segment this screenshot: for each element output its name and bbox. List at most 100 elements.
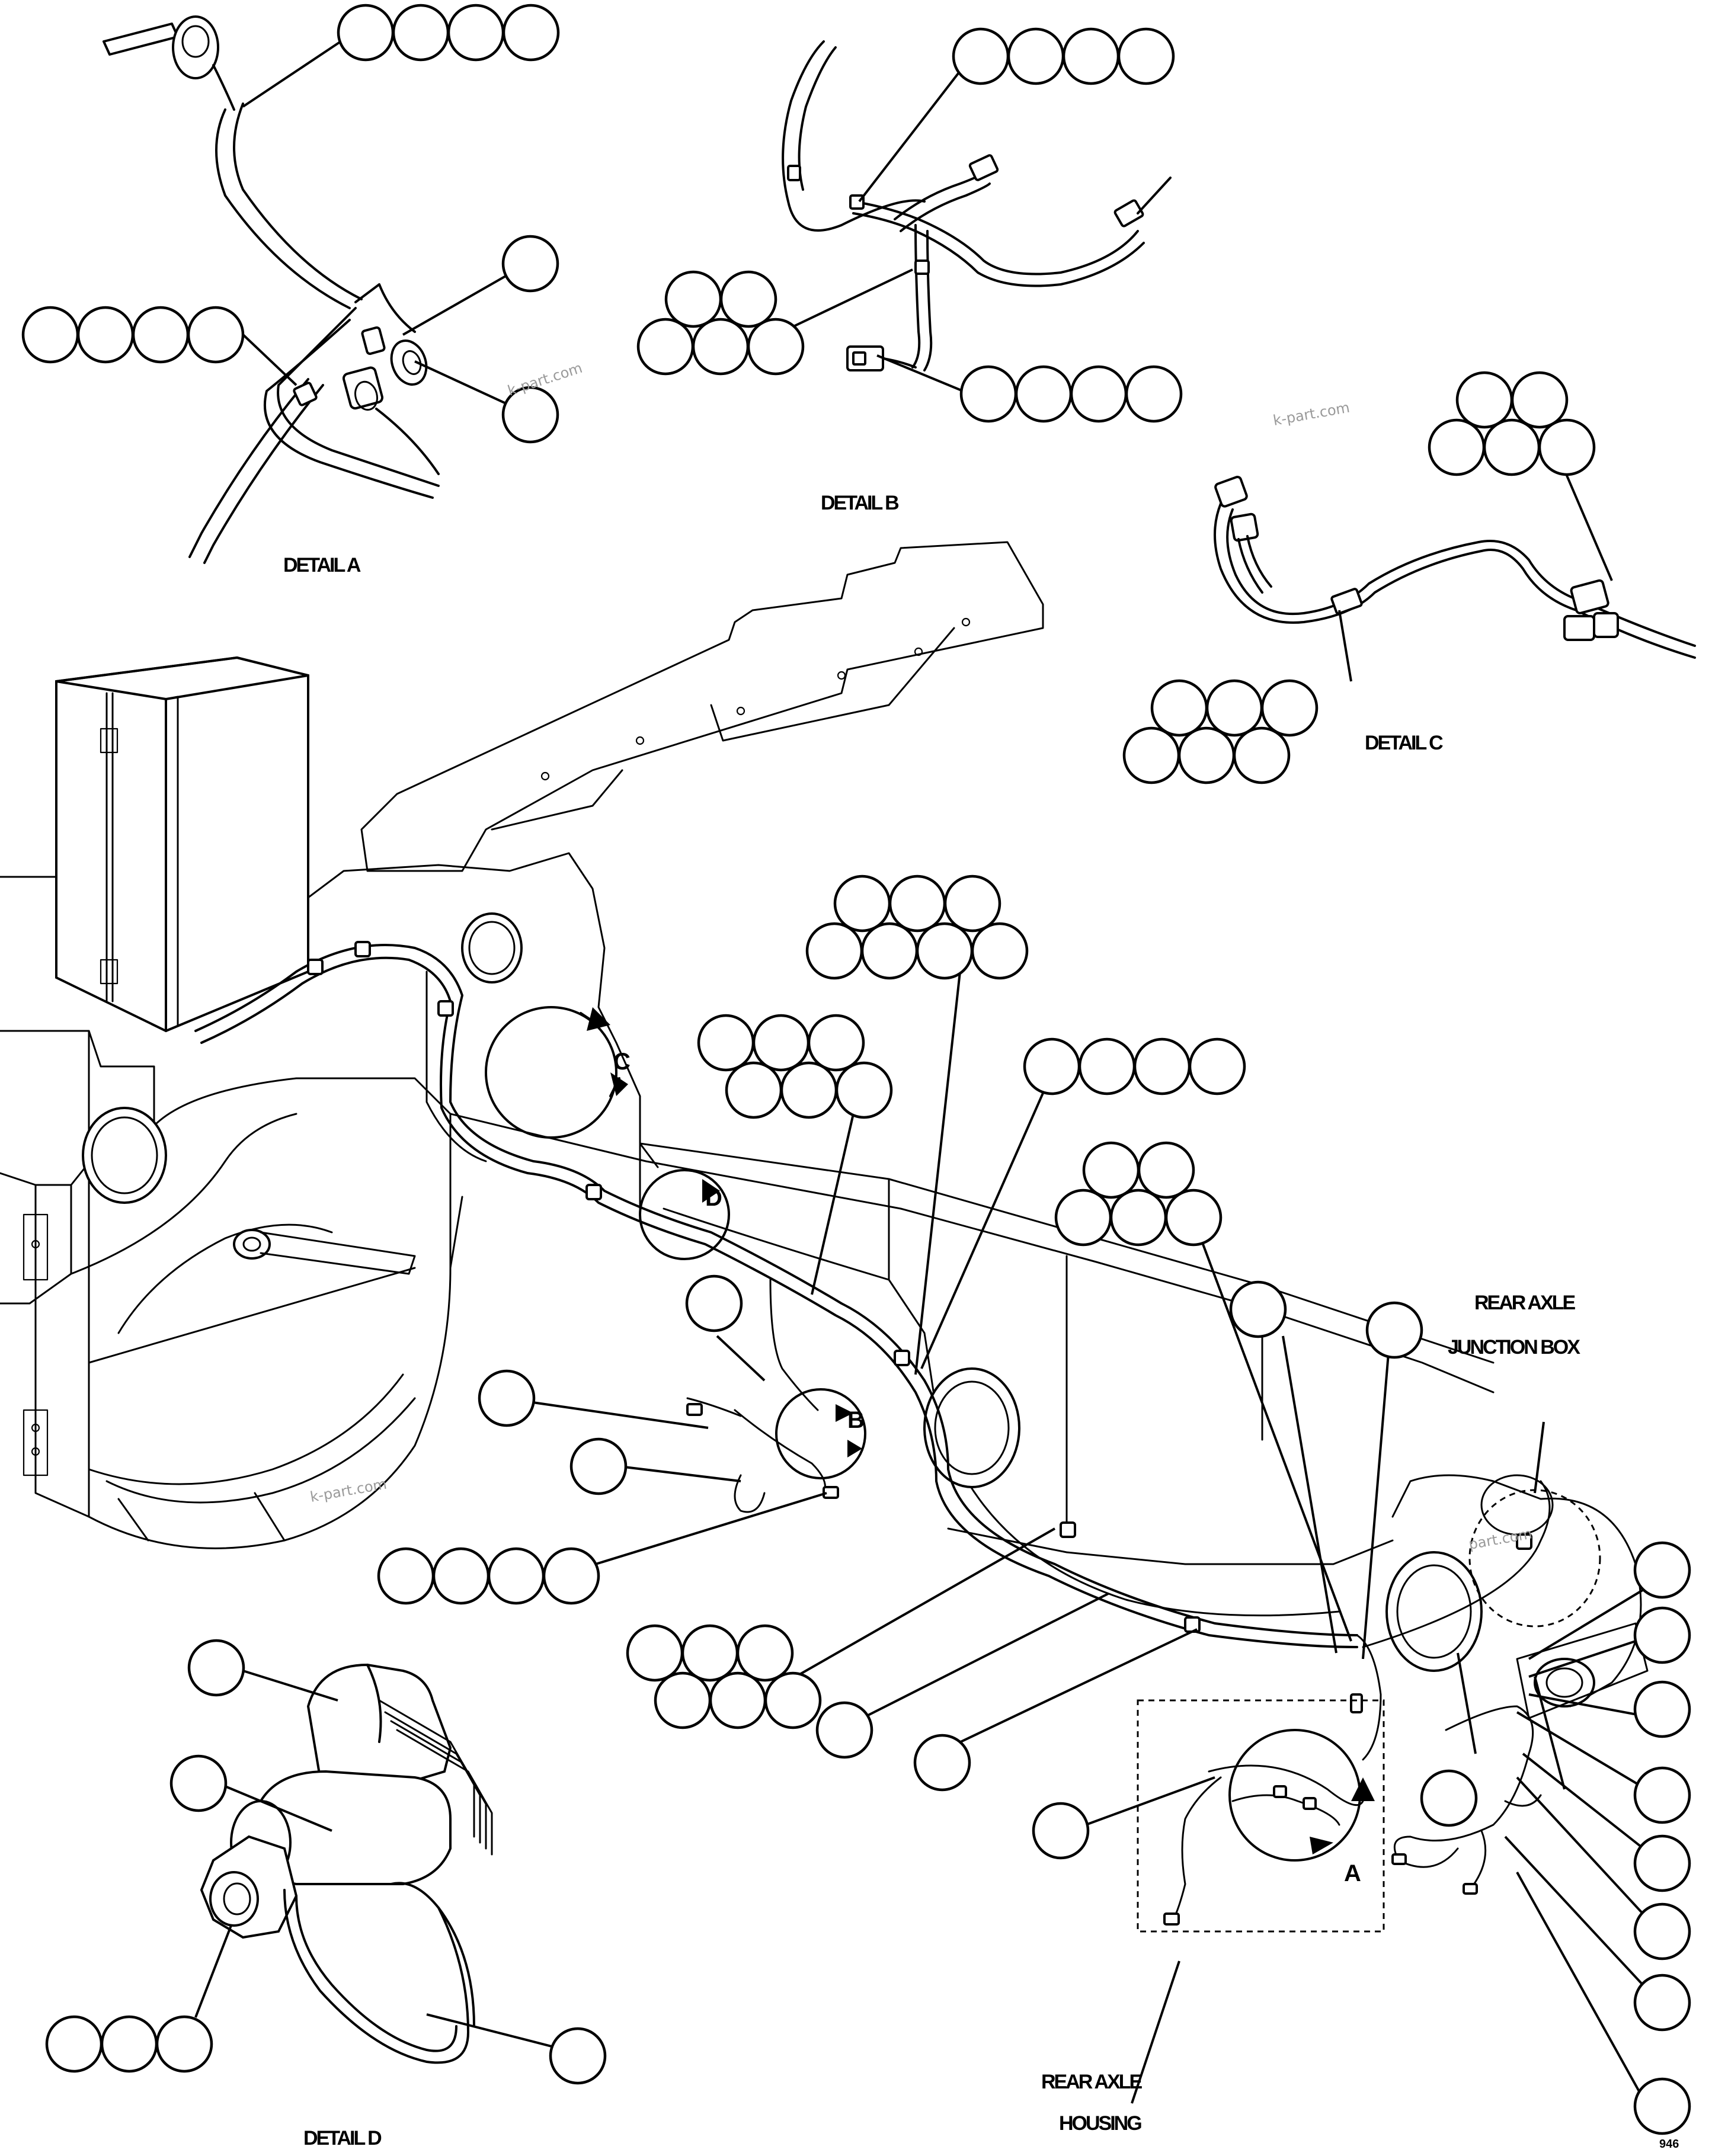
- text-labels: DETAIL A DETAIL B DETAIL C DETAIL D REAR…: [283, 360, 1679, 2151]
- callout-bubble: [1428, 418, 1486, 476]
- sheet-reference: 946: [1659, 2138, 1679, 2151]
- junction-box-label-line1: REAR AXLE: [1474, 1292, 1576, 1314]
- callout-bubble: [432, 1547, 490, 1605]
- callout-bubble: [952, 27, 1010, 85]
- callout-bubble: [1188, 1037, 1246, 1095]
- detail-c-illustration: [1214, 476, 1696, 659]
- callout-bubble: [1538, 418, 1596, 476]
- callout-bubble: [487, 1547, 545, 1605]
- callout-bubble: [1070, 365, 1128, 423]
- callout-bubble: [764, 1671, 822, 1729]
- callout-bubble: [1023, 1037, 1081, 1095]
- callout-bubble: [1233, 726, 1291, 784]
- callout-bubble: [377, 1547, 435, 1605]
- callout-bubble: [1164, 1188, 1223, 1247]
- callout-bubble: [501, 386, 559, 444]
- callout-bubble: [1633, 1606, 1691, 1664]
- callout-bubble: [833, 874, 891, 933]
- callout-bubble: [971, 922, 1029, 980]
- electrical-cabinet: [55, 656, 309, 1033]
- callout-bubble: [725, 1061, 783, 1119]
- callout-bubble: [169, 1754, 228, 1812]
- callout-bubble: [1633, 1541, 1691, 1599]
- detail-d-illustration: [200, 1663, 493, 2064]
- callout-bubble: [1633, 1902, 1691, 1960]
- callout-bubble: [1054, 1188, 1112, 1247]
- callout-bubble: [549, 2027, 607, 2085]
- callout-bubble: [76, 306, 135, 364]
- detail-d-label: DETAIL D: [303, 2127, 382, 2149]
- callout-bubble: [542, 1547, 600, 1605]
- callout-bubble: [747, 318, 805, 376]
- callout-bubble: [1633, 1974, 1691, 2032]
- callout-bubble: [337, 4, 395, 62]
- callout-bubble: [1483, 418, 1541, 476]
- callout-bubble: [447, 4, 505, 62]
- detail-callout-circles: [485, 1006, 1601, 1933]
- callout-bubble: [626, 1624, 684, 1682]
- callout-bubble: [916, 922, 974, 980]
- callout-bubble: [1633, 1834, 1691, 1892]
- callout-bubble: [654, 1671, 712, 1729]
- callout-bubble: [45, 2015, 103, 2073]
- callout-bubble: [815, 1701, 873, 1759]
- callout-bubble: [1109, 1188, 1167, 1247]
- callout-bubble: [1177, 726, 1236, 784]
- callout-bubble: [709, 1671, 767, 1729]
- axle-housing-label-line2: HOUSING: [1059, 2112, 1141, 2135]
- callout-bubble: [478, 1369, 536, 1427]
- callout-bubble: [888, 874, 946, 933]
- callout-bubble: [752, 1014, 810, 1072]
- callout-bubble: [1633, 2077, 1691, 2135]
- callout-bubble: [1062, 27, 1120, 85]
- callout-bubble: [697, 1014, 755, 1072]
- callout-bubble: [1511, 371, 1569, 429]
- callout-bubble: [569, 1437, 628, 1495]
- callout-bubble: [1122, 726, 1180, 784]
- detail-b-label: DETAIL B: [821, 492, 899, 514]
- callout-bubble: [1137, 1141, 1195, 1199]
- detail-c-label: DETAIL C: [1365, 732, 1443, 754]
- junction-box-label-line2: JUNCTION BOX: [1448, 1336, 1580, 1359]
- callout-bubble: [1633, 1680, 1691, 1738]
- callout-bubble: [392, 4, 450, 62]
- callout-bubble: [1032, 1802, 1090, 1860]
- watermark: k-part.com: [309, 1476, 388, 1505]
- callout-bubble: [1229, 1280, 1287, 1338]
- callout-bubble: [501, 235, 559, 293]
- callout-bubble: [1117, 27, 1175, 85]
- callout-bubble: [187, 1639, 245, 1697]
- callout-bubble: [780, 1061, 838, 1119]
- callout-bubble: [685, 1274, 743, 1332]
- detail-a-illustration: [103, 15, 440, 564]
- view-d-letter: D: [705, 1185, 722, 1211]
- callout-bubble: [1133, 1037, 1191, 1095]
- callout-bubble: [132, 306, 190, 364]
- callout-bubble: [1082, 1141, 1140, 1199]
- callout-bubble: [719, 270, 777, 328]
- callout-bubble: [636, 318, 695, 376]
- callout-bubble: [1007, 27, 1065, 85]
- callout-bubble: [805, 922, 863, 980]
- watermark: k-part.com: [1272, 399, 1351, 429]
- callout-bubble: [1078, 1037, 1136, 1095]
- callout-bubble: [943, 874, 1001, 933]
- callout-bubble: [835, 1061, 893, 1119]
- callout-bubble: [807, 1014, 865, 1072]
- callout-bubble: [736, 1624, 794, 1682]
- callout-bubble: [860, 922, 919, 980]
- callout-bubble: [1420, 1769, 1478, 1827]
- callout-bubble: [1205, 679, 1263, 737]
- callout-bubble: [681, 1624, 739, 1682]
- callout-bubble: [1633, 1766, 1691, 1824]
- callout-bubble: [1015, 365, 1073, 423]
- view-a-letter: A: [1344, 1860, 1361, 1886]
- axle-housing-label-line1: REAR AXLE: [1041, 2071, 1143, 2093]
- callout-bubble: [1125, 365, 1183, 423]
- callout-bubble: [913, 1734, 971, 1792]
- view-b-letter: B: [847, 1407, 865, 1433]
- detail-a-label: DETAIL A: [283, 554, 361, 576]
- callout-bubble: [959, 365, 1017, 423]
- view-c-letter: C: [613, 1049, 631, 1075]
